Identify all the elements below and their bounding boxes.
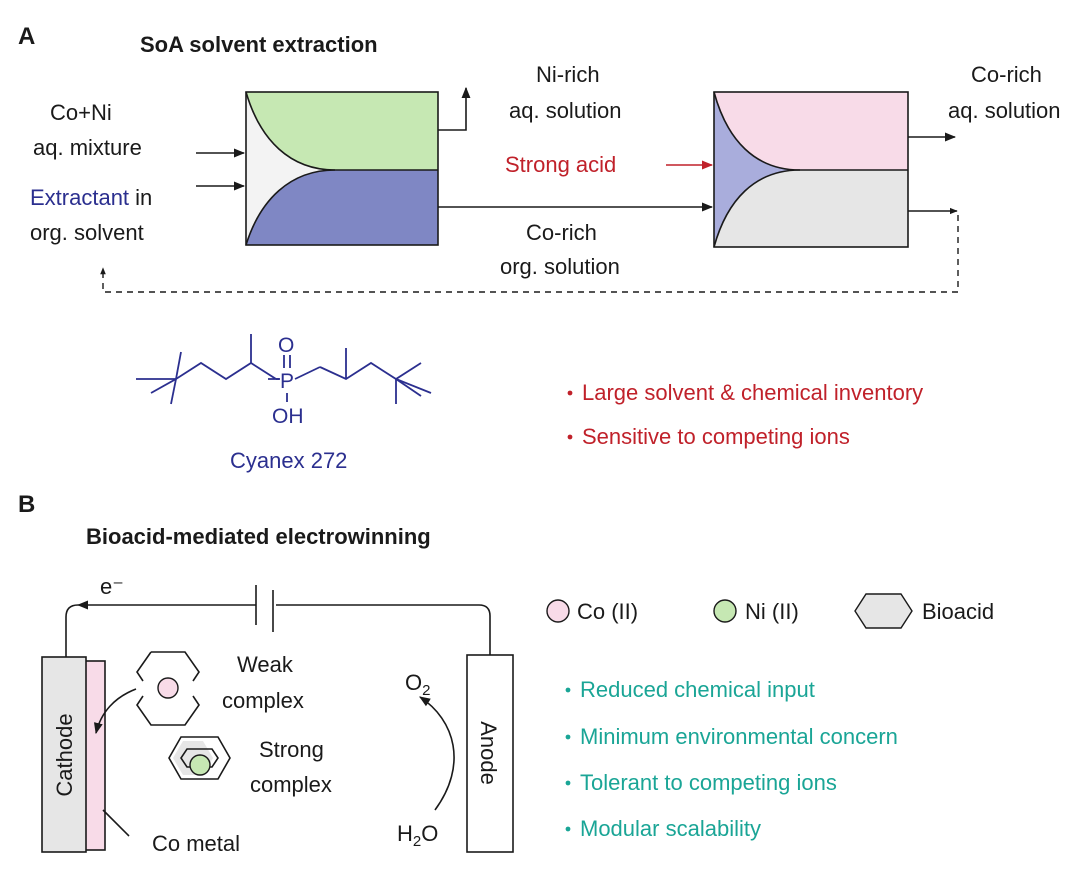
legend-bioacid-swatch [854, 593, 913, 629]
co-aqueous-phase [714, 92, 908, 170]
molecule-name: Cyanex 272 [230, 448, 347, 473]
legend-ni-label: Ni (II) [745, 599, 799, 624]
molecule-hydroxyl: OH [272, 405, 304, 428]
circuit-wire [276, 604, 491, 655]
o2-label: O2 [405, 670, 430, 699]
strong-complex-line2: complex [250, 772, 332, 797]
feed-label-line2: aq. mixture [33, 135, 142, 160]
benefit-item: Modular scalability [580, 816, 761, 841]
ni-outlet-arrow [438, 86, 471, 131]
legend-ni-swatch [713, 599, 737, 623]
anode [466, 654, 514, 853]
co-ion [157, 677, 179, 699]
benefits-list: Reduced chemical input Minimum environme… [565, 677, 898, 841]
panel-a-title: SoA solvent extraction [140, 32, 378, 57]
weak-complex [136, 651, 200, 726]
strong-acid-label: Strong acid [505, 152, 616, 177]
co-metal-layer [84, 660, 106, 851]
deposition-arrow [93, 688, 137, 735]
feed-label-line1: Co+Ni [50, 100, 112, 125]
co-aq-label-line2: aq. solution [948, 98, 1061, 123]
drawbacks-list: Large solvent & chemical inventory Sensi… [567, 380, 923, 449]
weak-complex-line1: Weak [237, 652, 294, 677]
benefit-item: Reduced chemical input [580, 677, 815, 702]
benefit-item: Tolerant to competing ions [580, 770, 837, 795]
stripping-mix-zone [714, 92, 800, 247]
ni-ion [189, 754, 211, 776]
extraction-unit [245, 91, 439, 246]
legend: Co (II) Ni (II) Bioacid [546, 593, 994, 629]
anode-label: Anode [476, 721, 501, 785]
co-org-label-line1: Co-rich [526, 220, 597, 245]
weak-complex-line2: complex [222, 688, 304, 713]
panel-a-letter: A [18, 23, 35, 50]
molecule-oxygen: O [278, 334, 294, 357]
molecule-phosphorus: P [280, 370, 294, 393]
organic-phase [246, 170, 438, 245]
panel-b-letter: B [18, 491, 35, 518]
cathode [41, 656, 87, 853]
co-metal-label: Co metal [152, 831, 240, 856]
ni-aqueous-phase [246, 92, 438, 170]
water-oxidation-arrow [419, 696, 455, 811]
electron-label: e⁻ [100, 574, 124, 599]
legend-bioacid-label: Bioacid [922, 599, 994, 624]
co-org-label-line2: org. solution [500, 254, 620, 279]
strong-complex [168, 736, 231, 780]
benefit-item: Minimum environmental concern [580, 724, 898, 749]
extractant-label: Extractant in [30, 185, 152, 210]
drawback-item: Large solvent & chemical inventory [582, 380, 923, 405]
strong-complex-line1: Strong [259, 737, 324, 762]
extractant-label-line2: org. solvent [30, 220, 144, 245]
ni-rich-label-line2: aq. solution [509, 98, 622, 123]
co-metal-pointer [102, 809, 130, 837]
cyanex-272-structure [136, 334, 432, 405]
stripping-unit [713, 91, 909, 248]
recycle-loop [100, 215, 959, 293]
cathode-label: Cathode [52, 713, 77, 796]
drawback-item: Sensitive to competing ions [582, 424, 850, 449]
h2o-label: H2O [397, 821, 438, 850]
co-aq-label-line1: Co-rich [971, 62, 1042, 87]
panel-b-title: Bioacid-mediated electrowinning [86, 524, 431, 549]
ni-rich-label-line1: Ni-rich [536, 62, 600, 87]
legend-co-swatch [546, 599, 570, 623]
legend-co-label: Co (II) [577, 599, 638, 624]
